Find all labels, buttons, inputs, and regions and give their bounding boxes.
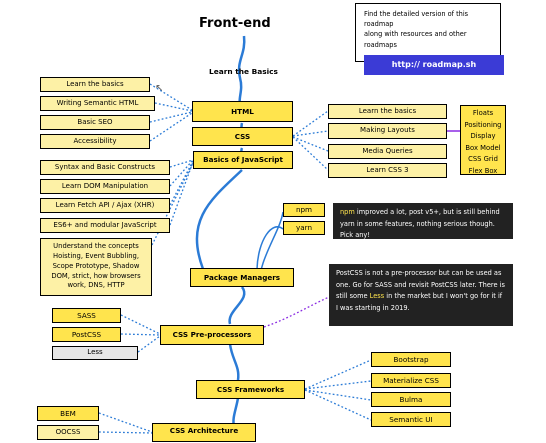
- preprocessor-less[interactable]: Less: [52, 346, 138, 360]
- topic-package-managers[interactable]: Package Managers: [190, 268, 294, 287]
- html-sub-basic-seo[interactable]: Basic SEO: [40, 115, 150, 130]
- css-sub-learn-basics[interactable]: Learn the basics: [328, 104, 447, 119]
- css-sub-media-queries[interactable]: Media Queries: [328, 144, 447, 159]
- topic-css[interactable]: CSS: [192, 127, 293, 146]
- layout-item: CSS Grid: [468, 155, 498, 164]
- topic-css-frameworks[interactable]: CSS Frameworks: [196, 380, 305, 399]
- topic-javascript[interactable]: Basics of JavaScript: [193, 151, 293, 169]
- page-title: Front-end: [199, 16, 271, 31]
- section-label: Learn the Basics: [209, 67, 278, 76]
- framework-bootstrap[interactable]: Bootstrap: [371, 352, 451, 367]
- note-highlight: npm: [340, 208, 355, 216]
- css-sub-making-layouts[interactable]: Making Layouts: [328, 123, 447, 139]
- js-sub-syntax[interactable]: Syntax and Basic Constructs: [40, 160, 170, 175]
- note-highlight: Less: [369, 292, 385, 301]
- js-sub-fetch[interactable]: Learn Fetch API / Ajax (XHR): [40, 198, 170, 213]
- info-text-line2: along with resources and other roadmaps: [364, 30, 467, 49]
- info-text-line1: Find the detailed version of this roadma…: [364, 10, 469, 29]
- roadmap-link-button[interactable]: http:// roadmap.sh: [364, 54, 504, 75]
- postcss-note: PostCSS is not a pre-processor but can b…: [329, 264, 513, 326]
- html-sub-semantic-html[interactable]: Writing Semantic HTML: [40, 96, 155, 111]
- cursor-icon: ↖: [155, 83, 164, 94]
- html-sub-learn-basics[interactable]: Learn the basics: [40, 77, 150, 92]
- info-box: Find the detailed version of this roadma…: [355, 3, 504, 75]
- layouts-list[interactable]: Floats Positioning Display Box Model CSS…: [460, 105, 506, 175]
- note-text: improved a lot, post v5+, but is still b…: [340, 208, 500, 240]
- layout-item: Positioning: [464, 120, 502, 129]
- html-sub-accessibility[interactable]: Accessibility: [40, 134, 150, 149]
- package-yarn[interactable]: yarn: [283, 221, 325, 235]
- js-sub-dom[interactable]: Learn DOM Manipulation: [40, 179, 170, 194]
- topic-css-preprocessors[interactable]: CSS Pre-processors: [160, 325, 264, 345]
- note-text: PostCSS is not a pre-processor but can b…: [336, 269, 505, 301]
- architecture-oocss[interactable]: OOCSS: [37, 425, 99, 440]
- topic-css-architecture[interactable]: CSS Architecture: [152, 423, 256, 442]
- framework-bulma[interactable]: Bulma: [371, 392, 451, 407]
- layout-item: Flex Box: [468, 166, 498, 175]
- framework-semantic-ui[interactable]: Semantic UI: [371, 412, 451, 427]
- topic-html[interactable]: HTML: [192, 101, 293, 122]
- preprocessor-postcss[interactable]: PostCSS: [52, 327, 121, 342]
- npm-note: npm improved a lot, post v5+, but is sti…: [333, 203, 513, 239]
- layout-item: Box Model: [465, 143, 501, 152]
- framework-materialize[interactable]: Materialize CSS: [371, 373, 451, 388]
- note-text: in the market but I won't go for it if I…: [336, 292, 503, 312]
- js-sub-es6[interactable]: ES6+ and modular JavaScript: [40, 218, 170, 233]
- layout-item: Floats: [472, 109, 494, 117]
- js-concepts[interactable]: Understand the concepts Hoisting, Event …: [40, 238, 152, 296]
- package-npm[interactable]: npm: [283, 203, 325, 217]
- css-sub-learn-css3[interactable]: Learn CSS 3: [328, 163, 447, 178]
- layout-item: Display: [470, 132, 496, 141]
- preprocessor-sass[interactable]: SASS: [52, 308, 121, 323]
- architecture-bem[interactable]: BEM: [37, 406, 99, 421]
